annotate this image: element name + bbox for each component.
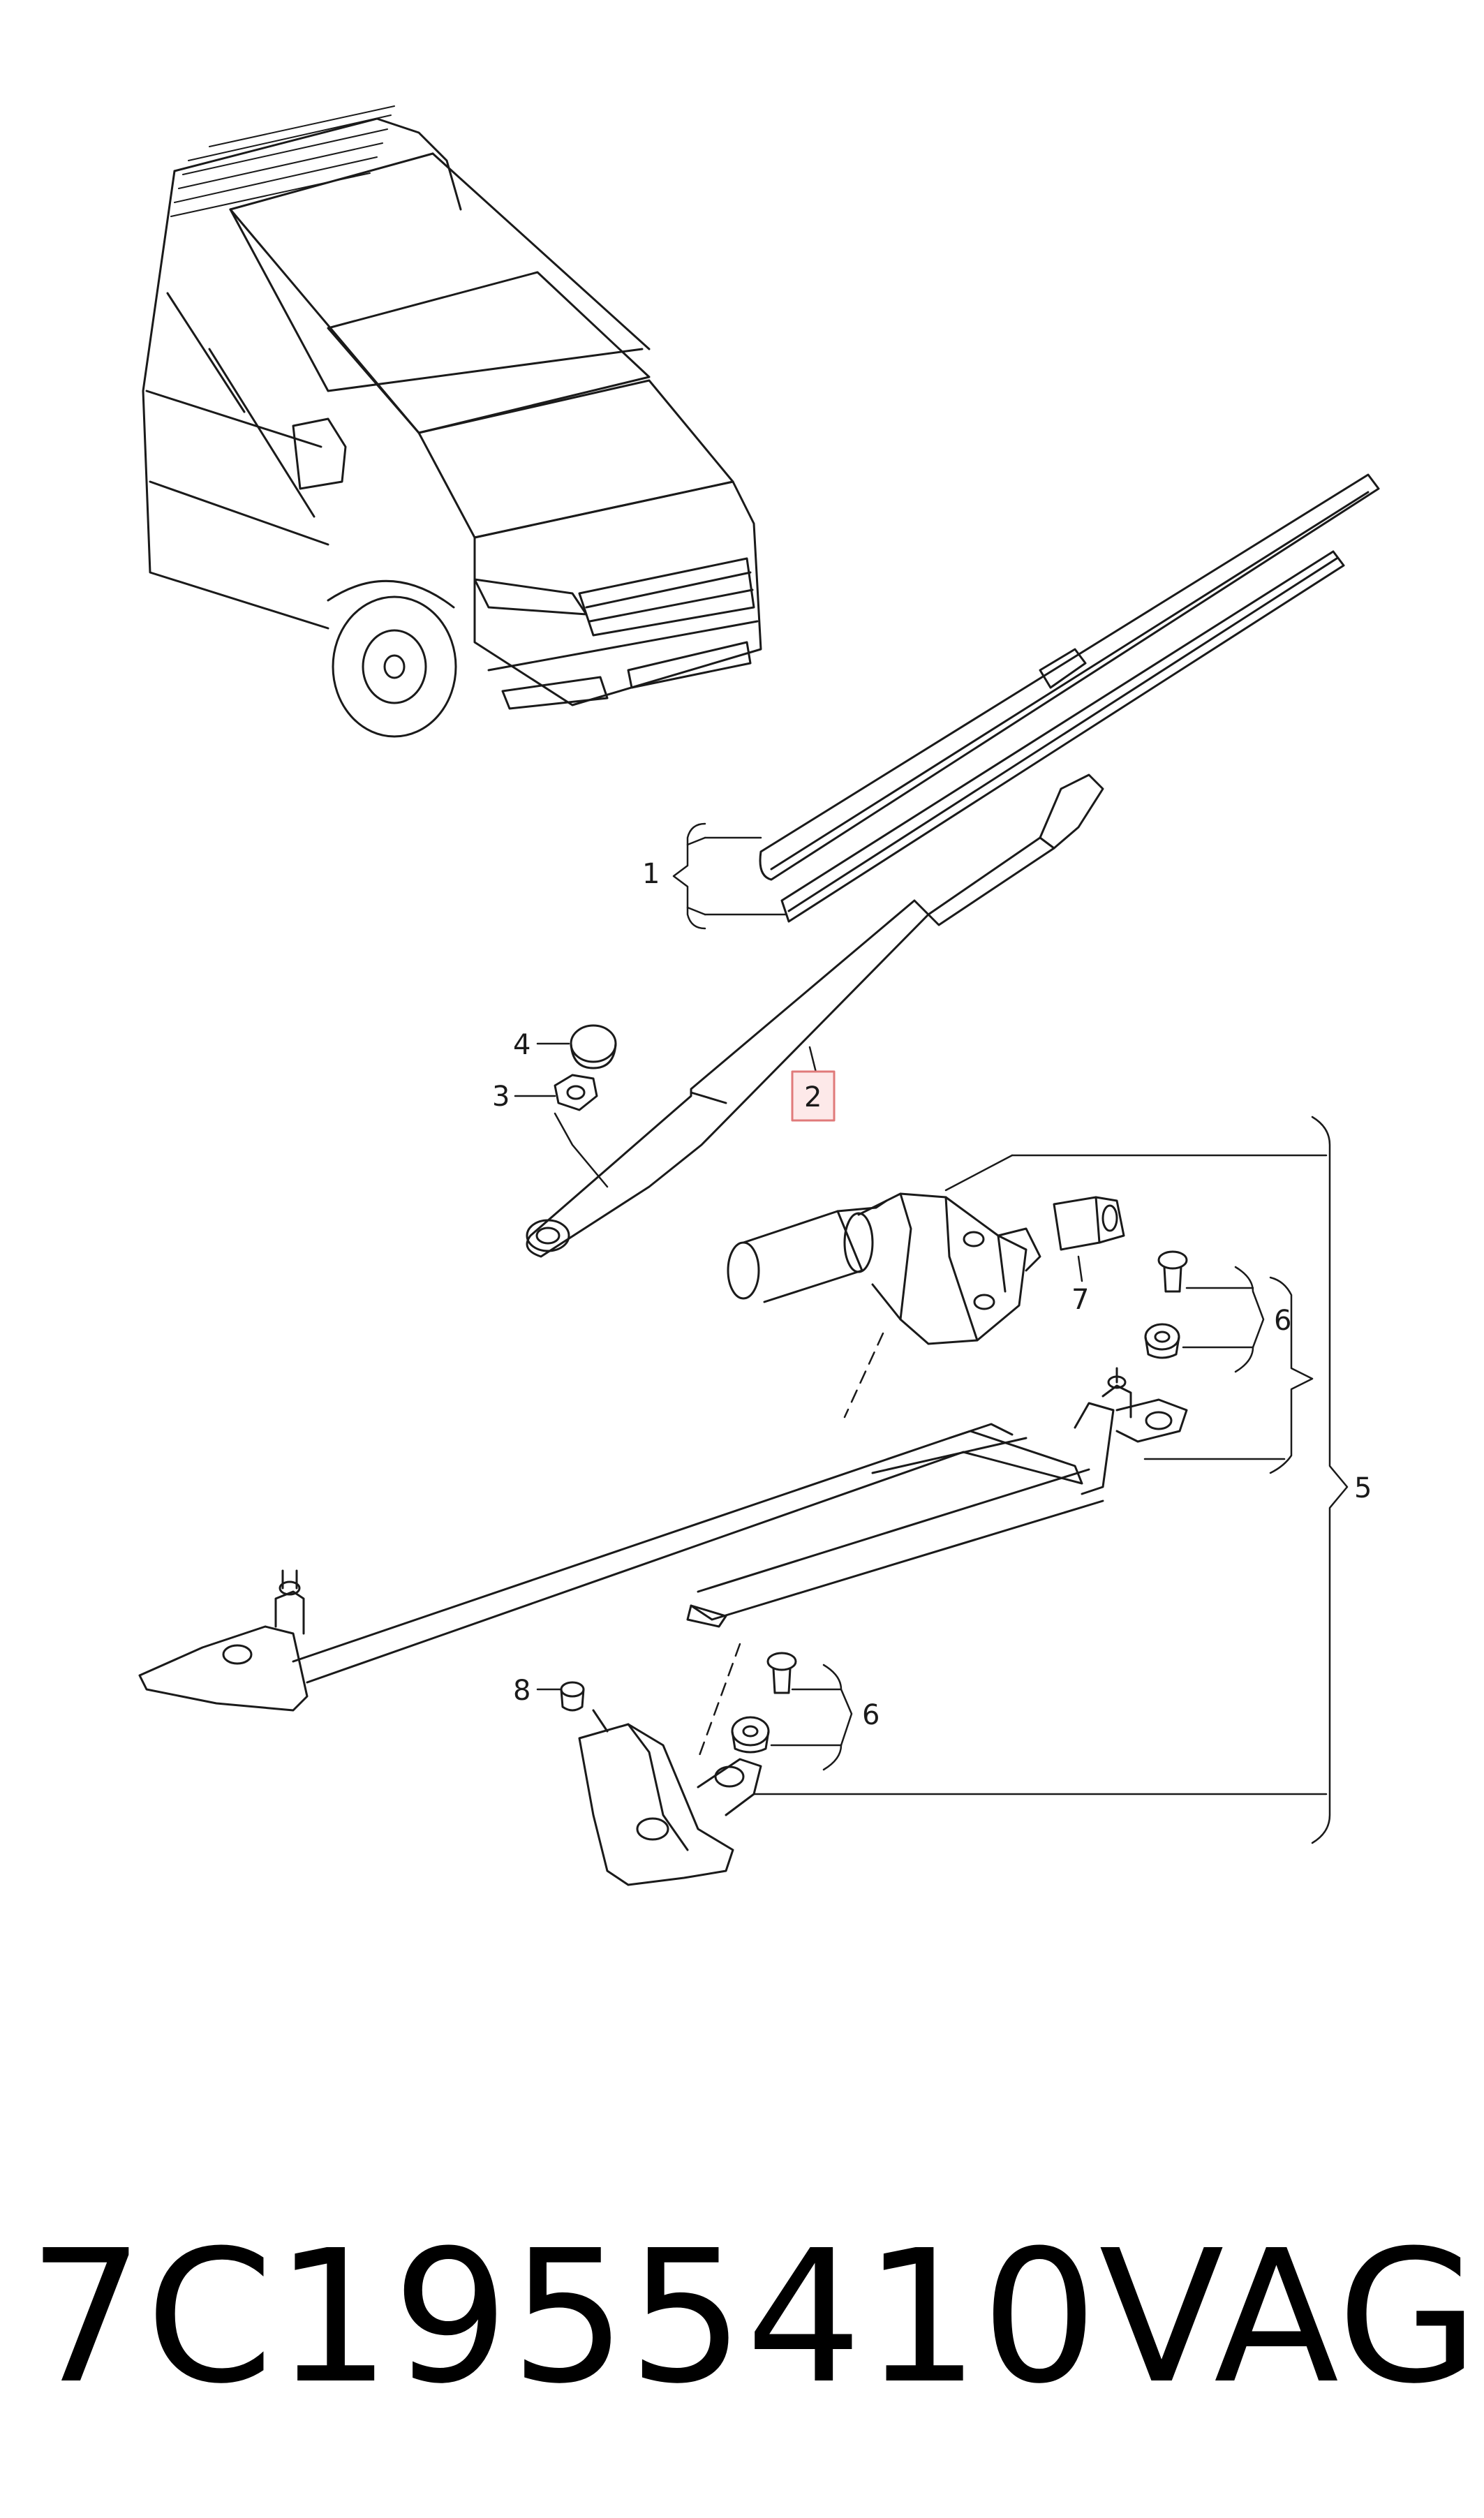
callout-label-6-lower: 6 — [862, 1699, 880, 1731]
screw-lower — [768, 1653, 796, 1693]
connector-plug — [1054, 1197, 1124, 1250]
wiper-blade-assembly — [760, 475, 1379, 921]
van-illustration — [143, 106, 761, 736]
footer: 7C1955410 VAG — [28, 2211, 1479, 2424]
leader-3-arm — [555, 1113, 607, 1187]
callout-label-4: 4 — [513, 1029, 530, 1061]
callout-bracket-6-upper — [1183, 1267, 1263, 1372]
part-number: 7C1955410 — [28, 2211, 1099, 2424]
leader-7 — [1078, 1257, 1082, 1281]
mounting-bracket — [579, 1644, 761, 1885]
callout-label-2: 2 — [804, 1081, 822, 1113]
callout-label-7: 7 — [1071, 1284, 1089, 1316]
leader-2 — [810, 1047, 817, 1075]
callout-label-6-upper: 6 — [1274, 1305, 1291, 1337]
callout-bracket-5-inner — [1145, 1277, 1312, 1473]
screw-upper — [1159, 1252, 1187, 1291]
wiper-arm — [527, 775, 1103, 1257]
callout-bracket-1 — [674, 824, 785, 928]
wiper-linkage — [140, 1368, 1187, 1710]
callout-label-3: 3 — [492, 1081, 510, 1113]
buffer-upper — [1145, 1324, 1179, 1358]
brand-label: VAG — [1099, 2211, 1481, 2424]
callout-label-5: 5 — [1354, 1472, 1372, 1504]
callout-bracket-6-lower — [771, 1665, 852, 1770]
buffer-lower — [732, 1717, 769, 1752]
grommet — [561, 1682, 607, 1731]
leader-5-motor — [946, 1155, 1012, 1190]
callout-highlight-box-2 — [792, 1072, 834, 1120]
callout-bracket-5 — [1312, 1117, 1347, 1843]
callout-label-1: 1 — [642, 858, 660, 890]
nut — [555, 1075, 597, 1110]
wiper-motor — [728, 1194, 1040, 1417]
cap — [571, 1025, 616, 1068]
callout-label-8: 8 — [513, 1675, 530, 1707]
